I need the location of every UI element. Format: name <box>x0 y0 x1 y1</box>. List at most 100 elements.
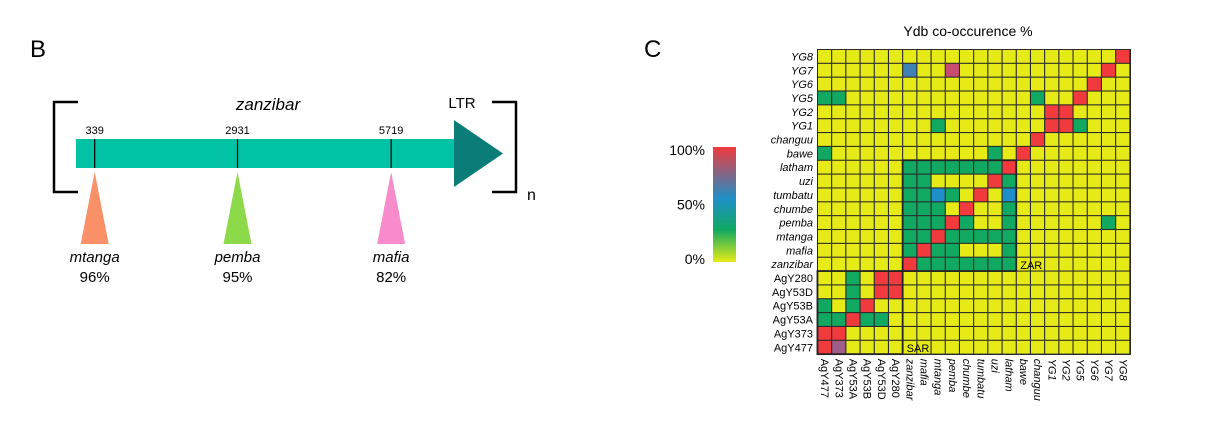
heatmap-cell <box>931 271 945 285</box>
heatmap-cell <box>1116 160 1130 174</box>
heatmap-cell <box>917 160 931 174</box>
heatmap-cell <box>1002 243 1016 257</box>
heatmap-cell <box>960 91 974 105</box>
heatmap-row-label: zanzibar <box>770 259 814 271</box>
heatmap-cell <box>832 271 846 285</box>
heatmap-cell <box>1002 146 1016 160</box>
heatmap-cell <box>960 313 974 326</box>
heatmap-cell <box>1073 299 1087 313</box>
heatmap-cell <box>846 285 860 299</box>
heatmap-cell <box>917 216 931 229</box>
heatmap-cell <box>874 119 888 132</box>
heatmap-cell <box>1002 340 1016 354</box>
heatmap-cell <box>1087 174 1101 188</box>
heatmap-cell <box>889 202 903 216</box>
heatmap-cell <box>1016 271 1030 285</box>
heatmap-cell <box>1073 202 1087 216</box>
heatmap-cell <box>931 299 945 313</box>
heatmap-cell <box>1087 299 1101 313</box>
heatmap-cell <box>832 160 846 174</box>
heatmap-cell <box>889 313 903 326</box>
heatmap-row-label: AgY53B <box>773 301 813 313</box>
heatmap-cell <box>988 146 1002 160</box>
heatmap-cell <box>860 188 874 202</box>
heatmap-cell <box>1016 230 1030 243</box>
insertion-position-label: 5719 <box>379 125 403 137</box>
heatmap-cell <box>1031 216 1045 229</box>
heatmap-cell <box>945 243 959 257</box>
heatmap-column-label: YG1 <box>1045 359 1057 381</box>
heatmap-cell <box>988 230 1002 243</box>
heatmap-cell <box>945 327 959 340</box>
colorbar-tick-label: 50% <box>677 197 705 213</box>
heatmap-column-label: pemba <box>946 358 958 393</box>
heatmap-cell <box>917 63 931 77</box>
heatmap-row-label: uzi <box>799 176 814 188</box>
heatmap-cell <box>1031 146 1045 160</box>
heatmap-cell <box>832 105 846 119</box>
heatmap-cell <box>960 105 974 119</box>
heatmap-cell <box>945 188 959 202</box>
heatmap-cell <box>860 174 874 188</box>
heatmap-cell <box>1073 50 1087 63</box>
heatmap-cell <box>889 285 903 299</box>
heatmap-cell <box>960 146 974 160</box>
heatmap-cell <box>1016 105 1030 119</box>
heatmap-cell <box>903 188 917 202</box>
heatmap-cell <box>832 285 846 299</box>
heatmap-cell <box>1102 119 1116 132</box>
heatmap-cell <box>1045 63 1059 77</box>
heatmap-cell <box>1016 243 1030 257</box>
heatmap-cell <box>1116 271 1130 285</box>
heatmap-cell <box>1116 327 1130 340</box>
heatmap-cell <box>917 188 931 202</box>
heatmap-cell <box>1059 91 1073 105</box>
heatmap-cell <box>1059 271 1073 285</box>
heatmap-column-label: AgY373 <box>832 359 844 398</box>
heatmap-cell <box>1073 340 1087 354</box>
heatmap-cell <box>1102 202 1116 216</box>
heatmap-cell <box>903 230 917 243</box>
heatmap-cell <box>1045 202 1059 216</box>
heatmap-cell <box>960 133 974 146</box>
heatmap-cell <box>945 285 959 299</box>
heatmap-cell <box>1045 105 1059 119</box>
heatmap-cell <box>931 188 945 202</box>
heatmap-cell <box>818 174 832 188</box>
heatmap-cell <box>874 313 888 326</box>
heatmap-cell <box>1116 119 1130 132</box>
heatmap-cell <box>818 146 832 160</box>
heatmap-cell <box>1102 271 1116 285</box>
heatmap-cell <box>874 285 888 299</box>
heatmap-cell <box>1087 230 1101 243</box>
heatmap-cell <box>846 327 860 340</box>
heatmap-column-label: tumbatu <box>974 359 986 399</box>
heatmap-cell <box>1073 174 1087 188</box>
heatmap-column-label: YG6 <box>1088 359 1100 382</box>
heatmap-cell <box>1031 271 1045 285</box>
heatmap-cell <box>917 202 931 216</box>
heatmap-cell <box>1031 174 1045 188</box>
heatmap-cell <box>903 146 917 160</box>
heatmap-cell <box>1016 174 1030 188</box>
heatmap-cell <box>889 174 903 188</box>
heatmap-cell <box>1116 105 1130 119</box>
heatmap-cell <box>832 174 846 188</box>
heatmap-cell <box>1059 174 1073 188</box>
insertion-name: pemba <box>214 249 261 266</box>
heatmap-cell <box>1059 50 1073 63</box>
heatmap-row-label: AgY53A <box>773 315 814 327</box>
heatmap-column-label: mafia <box>918 359 930 386</box>
heatmap-cell <box>931 340 945 354</box>
heatmap-cell <box>846 105 860 119</box>
heatmap-cell <box>846 160 860 174</box>
heatmap-cell <box>1045 257 1059 271</box>
heatmap-cell <box>846 202 860 216</box>
heatmap-cell <box>1059 77 1073 91</box>
heatmap-cell <box>945 77 959 91</box>
heatmap-cell <box>917 119 931 132</box>
heatmap-cell <box>1073 243 1087 257</box>
heatmap-cell <box>974 119 988 132</box>
heatmap-cell <box>931 216 945 229</box>
